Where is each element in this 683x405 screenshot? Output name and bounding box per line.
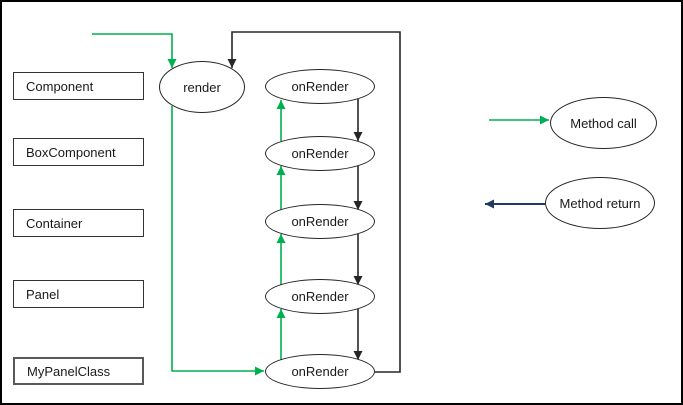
onrender-node-5: onRender [265, 354, 375, 389]
onrender-node-1: onRender [265, 69, 375, 104]
onrender-node-label: onRender [291, 364, 349, 379]
render-node: render [159, 61, 245, 113]
call-arrow-render-to-mypanelclass-onrender [171, 106, 264, 376]
call-arrow-into-render [92, 33, 177, 68]
class-box-label: Component [26, 78, 94, 94]
legend-method-return-node: Method return [545, 177, 655, 229]
class-box-label: BoxComponent [26, 144, 116, 160]
class-box-mypanelclass: MyPanelClass [13, 357, 144, 385]
class-box-component: Component [13, 72, 144, 100]
legend-method-call-node: Method call [550, 97, 657, 149]
legend-method-return-label: Method return [559, 195, 641, 211]
legend-method-call-label: Method call [570, 115, 637, 131]
onrender-node-label: onRender [291, 146, 349, 161]
return-arrow-to-render [227, 31, 401, 373]
class-box-label: MyPanelClass [27, 363, 111, 379]
class-box-label: Panel [26, 286, 60, 302]
onrender-node-3: onRender [265, 204, 375, 239]
onrender-node-label: onRender [291, 289, 349, 304]
class-box-container: Container [13, 209, 144, 237]
class-box-label: Container [26, 215, 83, 231]
onrender-node-label: onRender [291, 214, 349, 229]
render-node-label: render [183, 79, 221, 95]
class-box-boxcomponent: BoxComponent [13, 138, 144, 166]
class-box-panel: Panel [13, 280, 144, 308]
onrender-node-4: onRender [265, 279, 375, 314]
onrender-node-label: onRender [291, 79, 349, 94]
onrender-node-2: onRender [265, 136, 375, 171]
